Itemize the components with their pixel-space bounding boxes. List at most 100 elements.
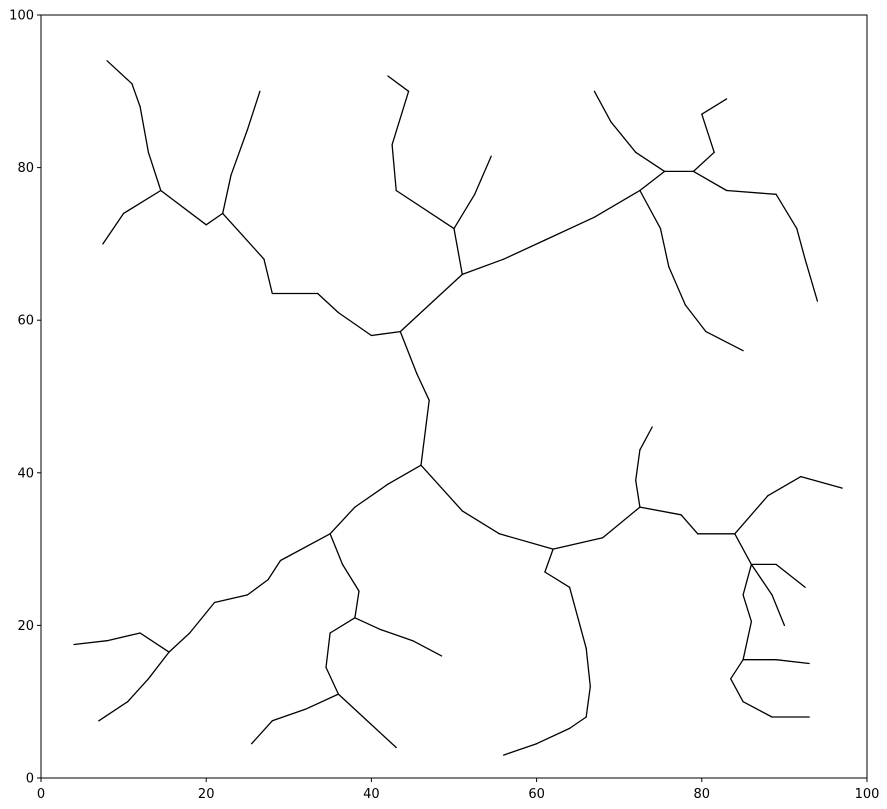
tree-edge [391, 90, 410, 146]
tree-edges [73, 60, 843, 756]
tree-edge [701, 113, 715, 153]
tree-edge [213, 594, 249, 604]
tree-edge [391, 144, 397, 192]
tree-edge [160, 189, 207, 226]
tree-edge [420, 399, 430, 466]
tree-edge [635, 151, 666, 173]
y-tick-label: 100 [9, 9, 34, 24]
tree-edge [168, 632, 191, 653]
y-tick-label: 60 [17, 314, 34, 329]
tree-edge [639, 426, 653, 451]
tree-edge [692, 170, 728, 192]
tree-edge [279, 533, 331, 562]
x-tick-label: 40 [363, 787, 380, 802]
tree-edge [370, 723, 397, 749]
tree-edge [639, 170, 666, 192]
tree-edge [602, 506, 641, 539]
tree-edge [387, 464, 422, 485]
tree-edge [461, 510, 501, 535]
tree-edge [775, 659, 810, 665]
tree-edge [544, 571, 571, 588]
tree-edge [585, 647, 591, 688]
plot-background [41, 15, 867, 778]
tree-edge [263, 258, 273, 295]
tree-edge [568, 586, 579, 619]
tree-edge [800, 475, 843, 489]
tree-edge [147, 651, 170, 680]
tree-edge [325, 666, 340, 695]
tree-edge [461, 258, 505, 276]
tree-edge [742, 620, 753, 661]
tree-edge [659, 227, 670, 268]
tree-edge [329, 617, 356, 634]
tree-edge [420, 464, 463, 512]
tree-edge [734, 495, 769, 535]
tree-edge [771, 594, 786, 627]
tree-edge [474, 155, 492, 195]
tree-edge [593, 90, 612, 123]
tree-edge [742, 563, 753, 596]
tree-edge [122, 189, 162, 215]
tree-edge [139, 632, 170, 653]
tree-edge [734, 533, 753, 566]
y-tick-label: 80 [17, 161, 34, 176]
tree-edge [502, 743, 538, 756]
tree-edge [222, 212, 245, 237]
tree-edge [139, 105, 150, 153]
tree-edge [680, 514, 699, 535]
tree-edge [432, 273, 463, 302]
tree-edge [639, 189, 662, 230]
tree-edge [498, 533, 554, 550]
tree-edge [354, 590, 360, 619]
tree-edge [354, 483, 389, 508]
tree-edge [453, 193, 476, 230]
tree-edge [535, 727, 571, 745]
tree-edge [412, 640, 443, 657]
y-tick-label: 40 [17, 466, 34, 481]
tree-edge [730, 659, 744, 680]
tree-edge [725, 189, 777, 195]
tree-edge [639, 506, 682, 516]
tree-edge [246, 578, 269, 596]
tree-edge [271, 708, 306, 722]
tree-edge [742, 594, 753, 623]
tree-edge [593, 189, 641, 218]
tree-edge [395, 189, 455, 230]
tree-edge [635, 479, 641, 508]
tree-edge [577, 617, 587, 649]
tree-edge [705, 330, 744, 352]
tree-edge [102, 212, 125, 245]
tree-edge [127, 678, 150, 703]
tree-edge [329, 506, 356, 535]
x-tick-label: 100 [855, 787, 880, 802]
x-tick-label: 80 [694, 787, 711, 802]
y-tick-label: 0 [26, 772, 34, 787]
tree-edge [568, 716, 587, 730]
tree-edge [341, 563, 360, 592]
tree-edge [804, 258, 819, 302]
tree-edge [242, 235, 265, 260]
tree-edge [668, 266, 686, 306]
tree-edge [701, 98, 728, 115]
tree-edge [767, 475, 802, 497]
tree-edge [610, 121, 637, 153]
tree-edge [106, 60, 133, 85]
tree-edge [337, 693, 373, 726]
tree-edge [730, 678, 744, 703]
tree-edge [453, 227, 463, 276]
tree-edge [684, 304, 707, 333]
tree-edge [147, 151, 162, 192]
tree-edge [775, 563, 806, 588]
plot-frame [40, 14, 868, 779]
tree-edge [98, 701, 129, 722]
tree-edge [329, 533, 344, 566]
tree-edge [106, 632, 141, 642]
tree-edge [205, 212, 224, 226]
tree-edge [544, 216, 596, 241]
tree-edge [131, 83, 141, 108]
tree-edge [692, 151, 715, 173]
tree-edge [416, 372, 430, 401]
